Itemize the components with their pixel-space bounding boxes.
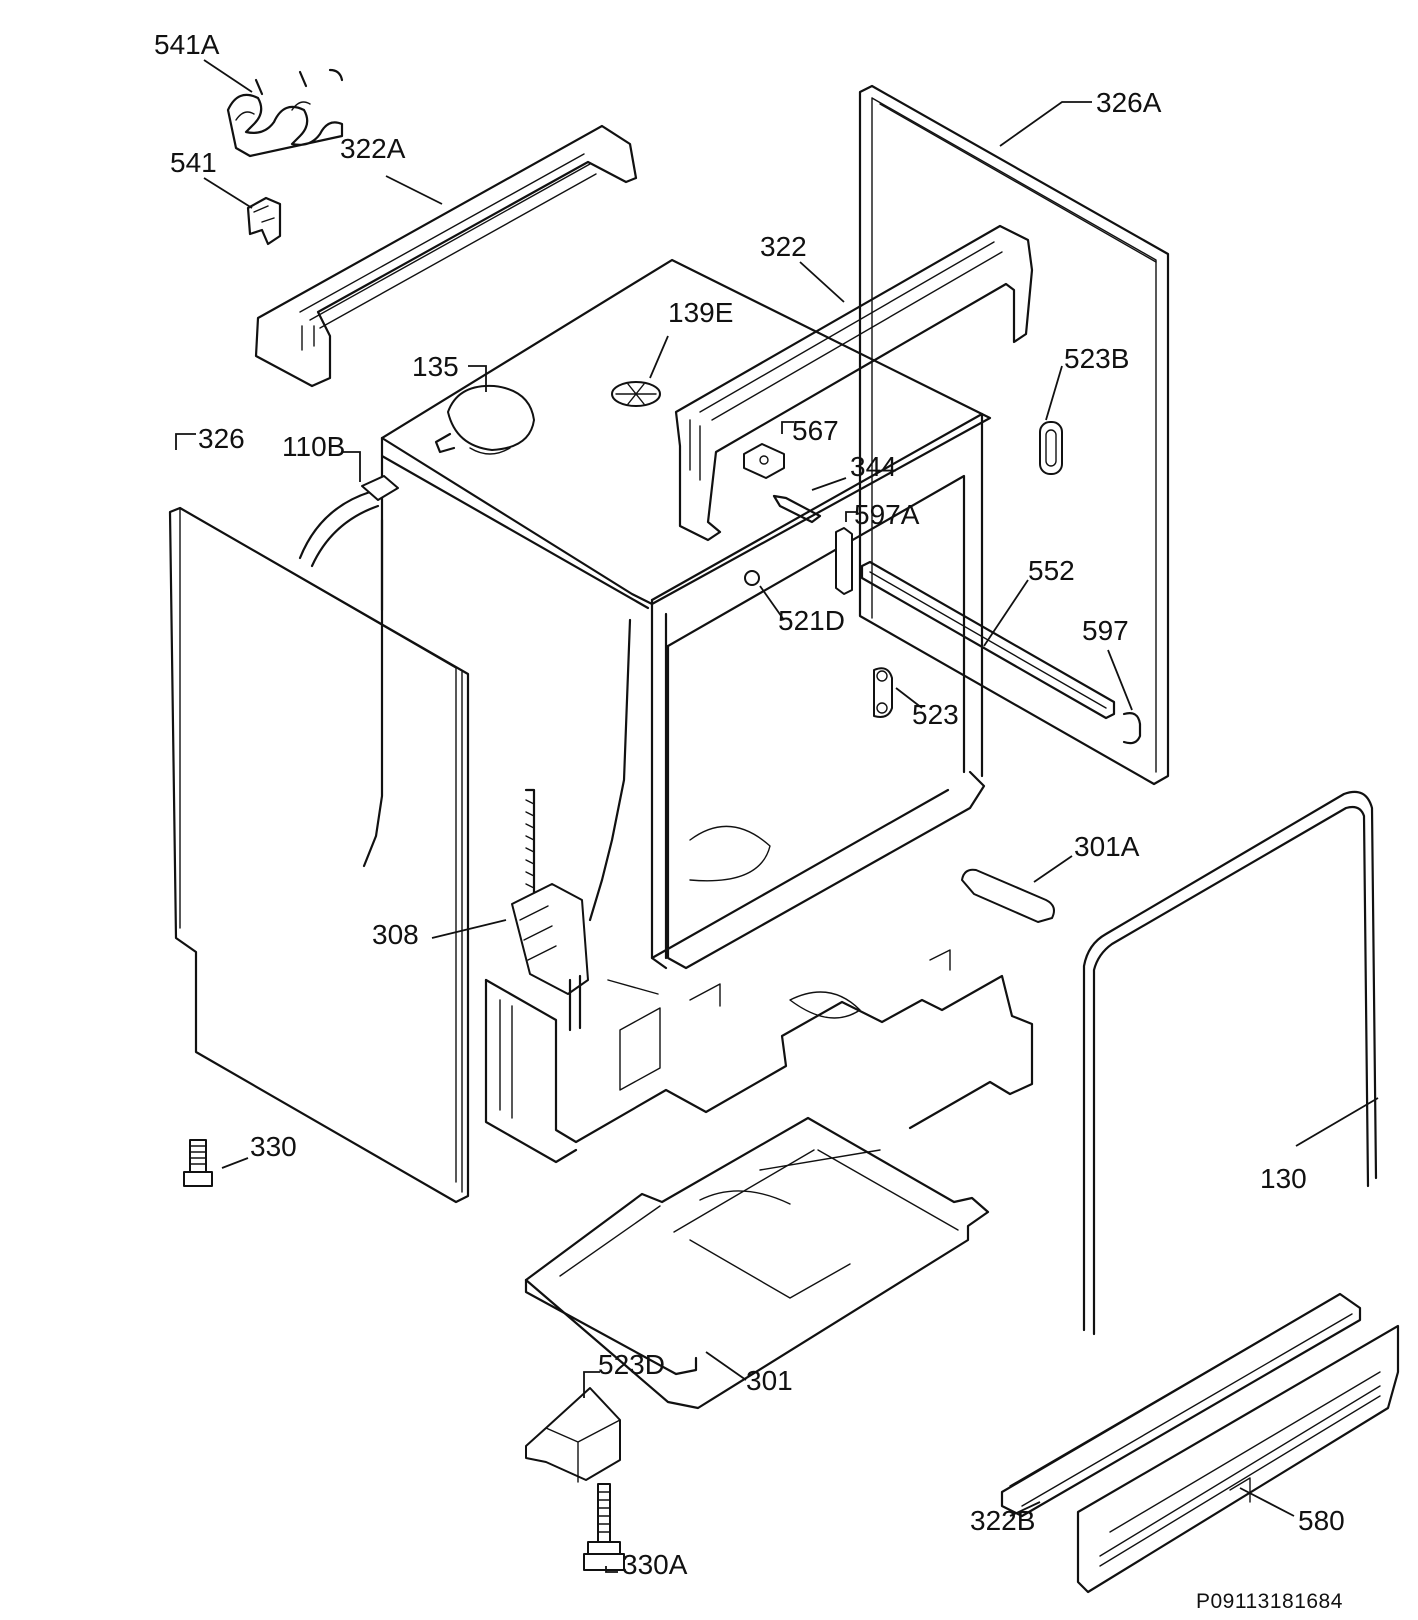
part-330A-foot xyxy=(583,1483,625,1571)
callout-521D: 521D xyxy=(778,605,845,636)
part-110B-hose xyxy=(298,475,399,612)
part-523B-holder xyxy=(1039,421,1063,475)
callout-301: 301 xyxy=(746,1365,793,1396)
part-580-plinth xyxy=(1076,1324,1400,1594)
callout-344: 344 xyxy=(850,451,897,482)
callout-523B: 523B xyxy=(1064,343,1129,374)
callout-322A: 322A xyxy=(340,133,406,164)
part-521D-nut xyxy=(744,570,760,586)
callout-326: 326 xyxy=(198,423,245,454)
part-tub-cabinet xyxy=(362,258,992,995)
part-322-rear-rail xyxy=(674,224,1034,542)
part-523D-bracket xyxy=(525,1387,621,1483)
callout-597A: 597A xyxy=(854,499,920,530)
callout-523D: 523D xyxy=(598,1349,665,1380)
callout-139E: 139E xyxy=(668,297,733,328)
callout-322B: 322B xyxy=(970,1505,1035,1536)
callout-541: 541 xyxy=(170,147,217,178)
part-308-hinge xyxy=(511,788,589,1032)
callout-301A: 301A xyxy=(1074,831,1140,862)
part-322A-front-rail xyxy=(254,124,638,388)
callout-322: 322 xyxy=(760,231,807,262)
part-130-door-seal xyxy=(1082,790,1378,1336)
part-301-base-tray xyxy=(524,1116,990,1410)
callout-567: 567 xyxy=(792,415,839,446)
part-135-salt-lid xyxy=(434,384,535,455)
part-541A-clips xyxy=(226,68,344,158)
callout-523: 523 xyxy=(912,699,959,730)
part-326A-side-panel xyxy=(858,84,1170,786)
part-541-clip xyxy=(246,196,282,246)
callout-330A: 330A xyxy=(622,1549,688,1580)
part-597A-guide xyxy=(835,527,853,595)
part-322B-bottom-rail xyxy=(1000,1292,1362,1518)
part-597-stop xyxy=(1122,712,1142,745)
callout-597: 597 xyxy=(1082,615,1129,646)
part-523-holder xyxy=(873,667,893,718)
part-326-side-panel xyxy=(168,506,470,1204)
callout-580: 580 xyxy=(1298,1505,1345,1536)
part-301A-handle xyxy=(961,868,1055,923)
part-344-clip xyxy=(772,494,822,524)
callout-135: 135 xyxy=(412,351,459,382)
leader-lines xyxy=(175,59,1379,1573)
callout-326A: 326A xyxy=(1096,87,1162,118)
callout-labels: 541A 541 322A 326A 322 139E 135 523B 567… xyxy=(154,29,1345,1580)
part-139E-nozzle xyxy=(611,381,661,407)
part-base-frame xyxy=(484,949,1034,1164)
callout-130: 130 xyxy=(1260,1163,1307,1194)
part-567-bracket xyxy=(743,443,785,479)
reference-code: P09113181684 xyxy=(1196,1590,1343,1613)
callout-330: 330 xyxy=(250,1131,297,1162)
callout-110B: 110B xyxy=(282,431,345,462)
callout-308: 308 xyxy=(372,919,419,950)
part-330-foot xyxy=(183,1139,213,1187)
callout-541A: 541A xyxy=(154,29,220,60)
callout-552: 552 xyxy=(1028,555,1075,586)
